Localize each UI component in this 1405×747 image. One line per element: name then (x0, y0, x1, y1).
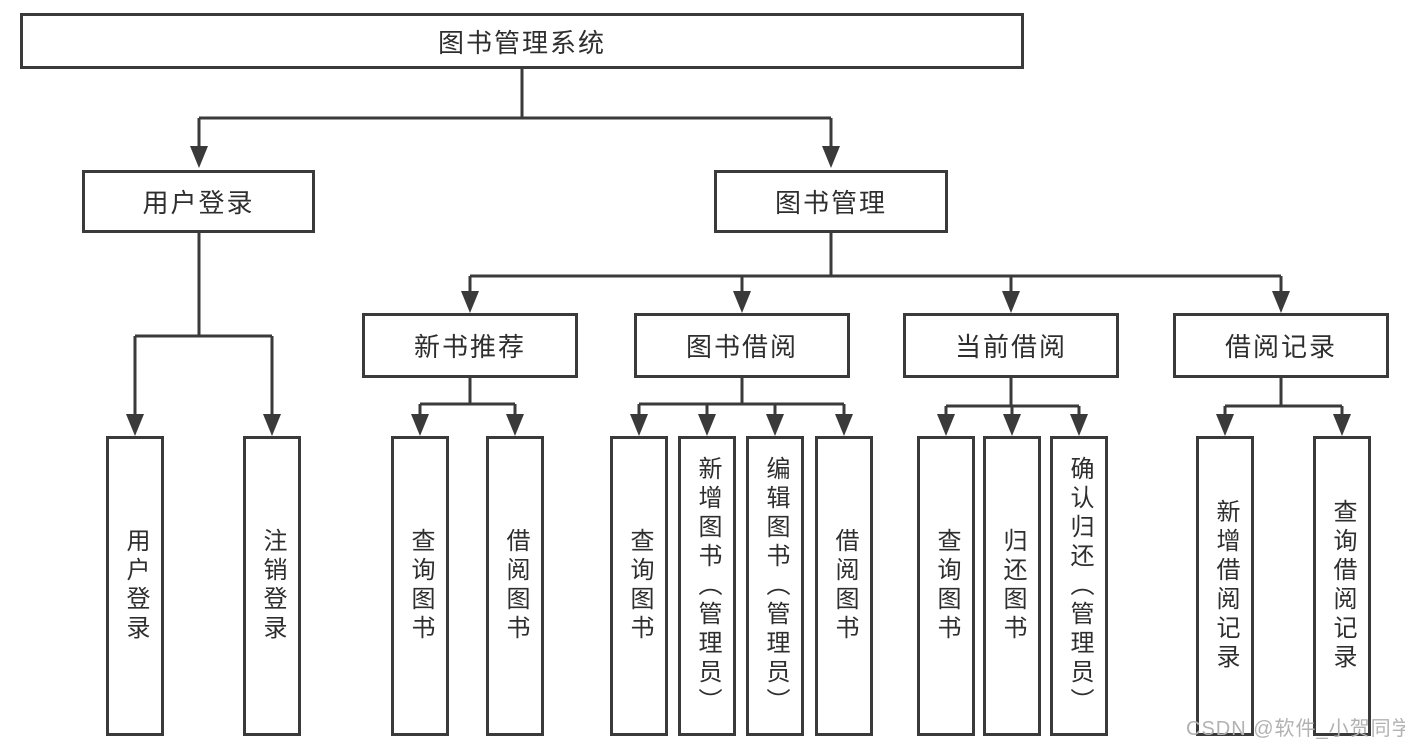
leaf-query-borrow-record: 查询借阅记录 (1313, 436, 1371, 736)
arrowhead (630, 414, 648, 436)
arrowhead (1272, 291, 1290, 313)
connector-line (637, 378, 846, 418)
connector-new-book-recommend-to-leaves (411, 378, 524, 436)
arrowhead (1216, 414, 1234, 436)
connector-line (468, 233, 1283, 295)
arrowhead (698, 414, 716, 436)
arrowhead (766, 414, 784, 436)
leaf-query-books-borrow: 查询图书 (610, 436, 668, 736)
connector-book-borrow-to-leaves (630, 378, 853, 436)
leaf-query-books-newbook: 查询图书 (391, 436, 449, 736)
leaf-add-borrow-record: 新增借阅记录 (1196, 436, 1254, 736)
arrowhead (835, 414, 853, 436)
arrowhead (126, 414, 144, 436)
csdn-watermark: CSDN @软件_小贺同学 (1186, 718, 1405, 740)
leaf-borrow-books-newbook: 借阅图书 (486, 436, 544, 736)
node-book-borrow: 图书借阅 (634, 313, 850, 378)
node-current-borrow: 当前借阅 (903, 313, 1119, 378)
arrowhead (411, 414, 429, 436)
connector-user-login-to-leaves (126, 233, 281, 436)
connector-current-borrow-to-leaves (937, 378, 1088, 436)
arrowhead (937, 414, 955, 436)
connector-line (1223, 378, 1344, 418)
connector-line (197, 69, 833, 150)
node-new-book-recommend: 新书推荐 (362, 313, 578, 378)
connector-book-management-to-level3 (461, 233, 1290, 313)
leaf-add-books-admin: 新增图书（管理员） (678, 436, 736, 736)
leaf-confirm-return-admin: 确认归还（管理员） (1050, 436, 1108, 736)
leaf-user-login: 用户登录 (106, 436, 164, 736)
arrowhead (461, 291, 479, 313)
node-book-management: 图书管理 (714, 170, 948, 233)
arrowhead (733, 291, 751, 313)
leaf-logout: 注销登录 (243, 436, 301, 736)
node-user-login: 用户登录 (82, 170, 315, 233)
arrowhead (190, 146, 208, 168)
leaf-borrow-books: 借阅图书 (815, 436, 873, 736)
arrowhead (263, 414, 281, 436)
arrowhead (822, 146, 840, 168)
node-library-management-system: 图书管理系统 (20, 13, 1024, 69)
arrowhead (506, 414, 524, 436)
leaf-return-books: 归还图书 (983, 436, 1041, 736)
arrowhead (1003, 414, 1021, 436)
connector-root-to-level2 (190, 69, 840, 168)
arrowhead (1333, 414, 1351, 436)
arrowhead (1070, 414, 1088, 436)
connector-line (944, 378, 1081, 418)
leaf-edit-books-admin: 编辑图书（管理员） (746, 436, 804, 736)
connector-line (418, 378, 517, 418)
connector-borrow-records-to-leaves (1216, 378, 1351, 436)
leaf-query-books-current: 查询图书 (917, 436, 975, 736)
arrowhead (1002, 291, 1020, 313)
connector-line (133, 233, 274, 418)
node-borrow-records: 借阅记录 (1173, 313, 1389, 378)
